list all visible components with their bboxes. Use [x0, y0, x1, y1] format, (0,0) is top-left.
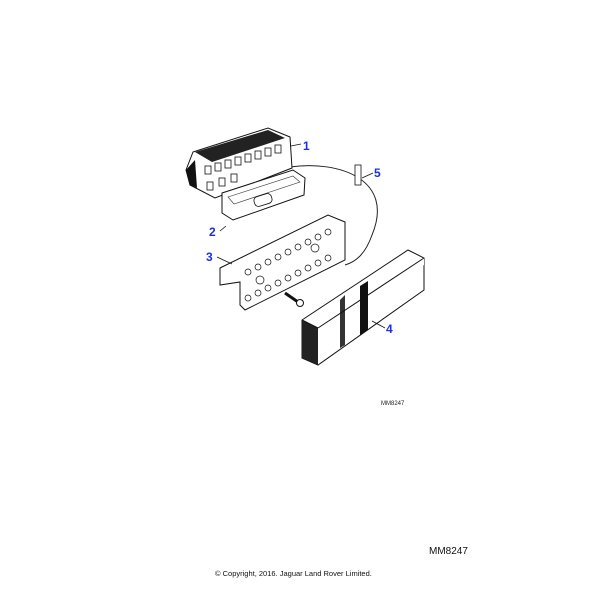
part-1-fuse-box — [185, 127, 293, 199]
part-3-fuse-strip — [219, 214, 346, 311]
part-2-cover — [221, 169, 306, 221]
diagram-reference: MM8247 — [429, 546, 468, 557]
screw — [284, 291, 304, 307]
callout-4: 4 — [386, 322, 393, 336]
callout-5: 5 — [374, 166, 381, 180]
wire — [289, 165, 378, 266]
part-4-cover — [301, 249, 425, 366]
callout-2: 2 — [209, 225, 216, 239]
part-5-fuse — [354, 164, 362, 186]
callout-1: 1 — [303, 139, 310, 153]
diagram-reference-small: MM8247 — [381, 401, 405, 407]
callout-3: 3 — [206, 250, 213, 264]
copyright-text: © Copyright, 2016. Jaguar Land Rover Lim… — [215, 569, 372, 578]
